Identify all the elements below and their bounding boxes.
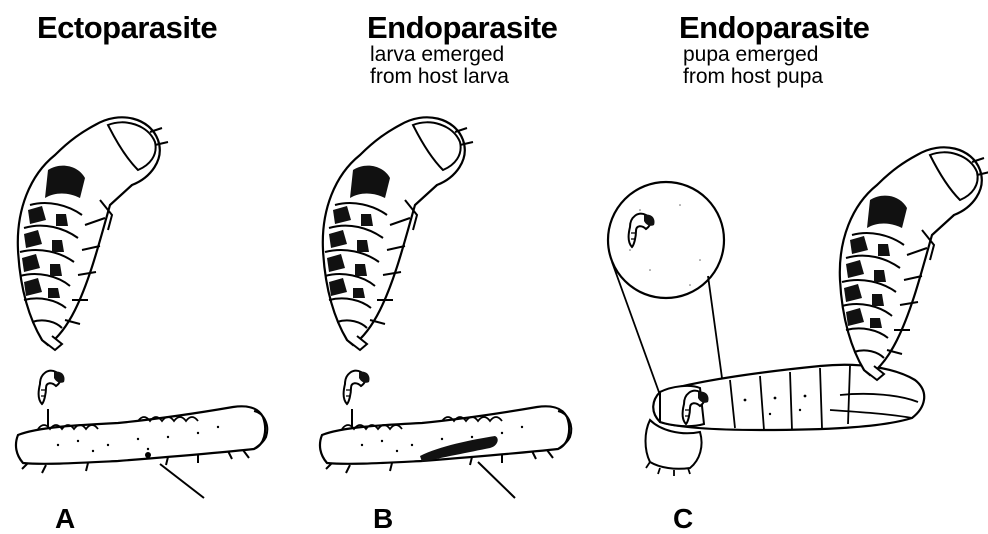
panel-c-title: Endoparasite — [679, 12, 869, 43]
panel-c: Endoparasite pupa emerged from host pupa… — [640, 0, 988, 531]
panel-a-title: Ectoparasite — [37, 12, 217, 43]
panel-b-title: Endoparasite — [367, 12, 557, 43]
panel-a-letter: A — [55, 505, 75, 533]
panel-c-subtitle-line-2: from host pupa — [683, 66, 823, 88]
panel-b-subtitle-line-1: larva emerged — [370, 44, 504, 66]
panel-a: Ectoparasite A — [0, 0, 320, 531]
panel-b-subtitle-line-2: from host larva — [370, 66, 509, 88]
panel-c-letter: C — [673, 505, 693, 533]
panel-c-subtitle-line-1: pupa emerged — [683, 44, 818, 66]
panel-b-letter: B — [373, 505, 393, 533]
panel-b: Endoparasite larva emerged from host lar… — [320, 0, 640, 531]
